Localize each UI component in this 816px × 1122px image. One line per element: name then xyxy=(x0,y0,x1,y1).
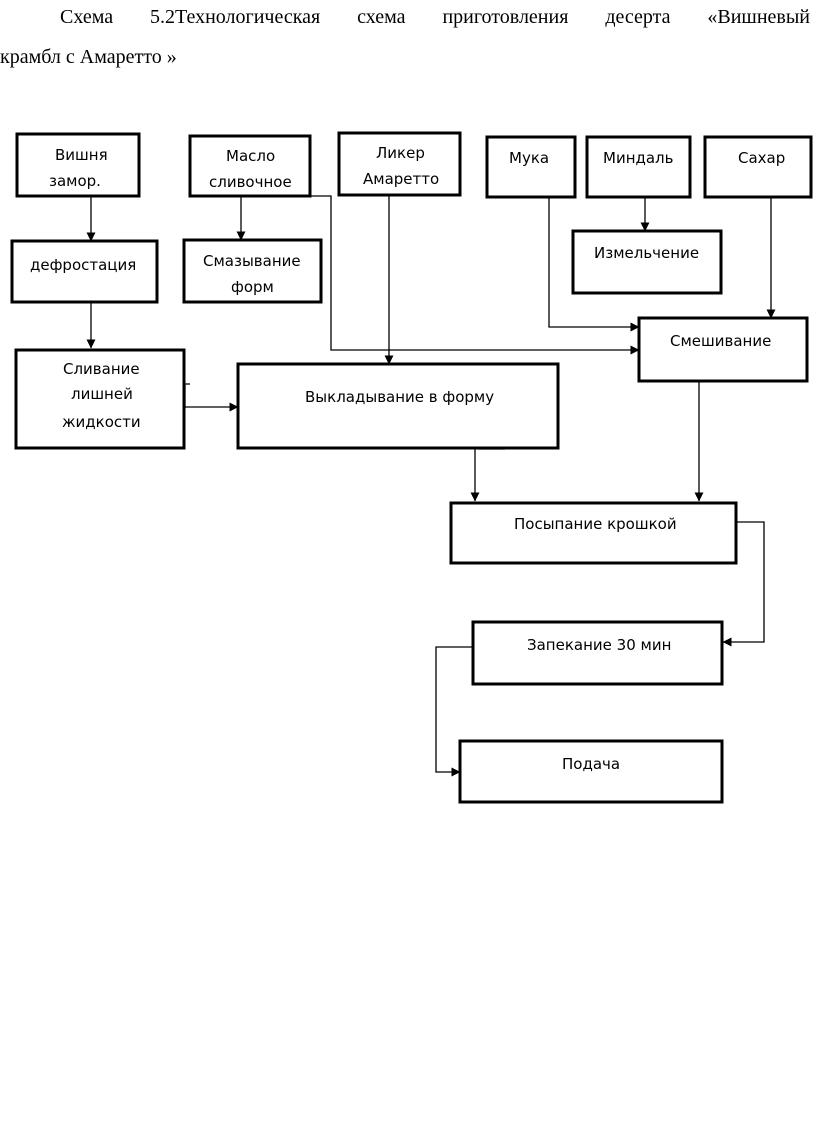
node-label: Измельчение xyxy=(594,244,699,262)
node-greasing: Смазывание форм xyxy=(182,238,323,304)
node-label: Масло xyxy=(226,147,275,165)
node-sugar: Сахар xyxy=(703,135,813,199)
node-label: форм xyxy=(231,278,274,296)
node-label: Смазывание xyxy=(203,252,301,270)
node-defrost: дефростация xyxy=(10,239,159,304)
node-butter: Масло сливочное xyxy=(188,134,312,198)
node-flour: Мука xyxy=(485,135,577,199)
node-label: Амаретто xyxy=(363,170,439,188)
node-label: Выкладывание в форму xyxy=(305,388,494,406)
bracket-draining xyxy=(184,383,190,408)
caption-line-1: Схема 5.2Технологическая схема приготовл… xyxy=(0,4,810,30)
node-liqueur: Ликер Амаретто xyxy=(337,131,462,197)
node-label: сливочное xyxy=(209,173,292,191)
node-label: Мука xyxy=(509,149,549,167)
caption-word: 5.2Технологическая xyxy=(150,6,321,28)
node-almond: Миндаль xyxy=(585,135,692,199)
node-mixing: Смешивание xyxy=(637,316,809,383)
node-laying: Выкладывание в форму xyxy=(236,362,560,450)
node-draining: Сливание лишней жидкости xyxy=(14,348,186,450)
node-label: Ликер xyxy=(376,144,425,162)
node-label: Вишня xyxy=(55,146,108,164)
node-label: Подача xyxy=(562,755,620,773)
caption-line-2: крамбл с Амаретто » xyxy=(0,46,177,68)
node-label: лишней xyxy=(71,385,133,403)
node-label: дефростация xyxy=(30,256,136,274)
arrow-baking-to-serving xyxy=(435,646,473,777)
arrow-butter-to-mixing xyxy=(310,195,640,355)
node-baking: Запекание 30 мин xyxy=(471,620,724,686)
node-grinding: Измельчение xyxy=(571,229,723,295)
caption-word: «Вишневый xyxy=(707,6,810,28)
node-label: замор. xyxy=(49,172,101,190)
caption-word: Схема xyxy=(60,6,114,28)
node-label: Сахар xyxy=(738,149,785,167)
arrow-sprinkling-to-baking xyxy=(722,521,765,647)
node-label: Миндаль xyxy=(603,149,674,167)
caption-word: схема xyxy=(357,6,406,28)
caption-word: приготовления xyxy=(442,6,569,28)
node-serving: Подача xyxy=(458,739,724,804)
node-label: Сливание xyxy=(63,360,140,378)
node-label: Запекание 30 мин xyxy=(527,636,671,654)
node-label: жидкости xyxy=(62,413,141,431)
node-cherry: Вишня замор. xyxy=(15,132,141,198)
node-label: Посыпание крошкой xyxy=(514,515,677,533)
node-label: Смешивание xyxy=(670,332,771,350)
arrow-flour-to-mixing xyxy=(548,197,640,332)
caption-word: десерта xyxy=(605,6,671,28)
node-sprinkling: Посыпание крошкой xyxy=(449,501,738,565)
